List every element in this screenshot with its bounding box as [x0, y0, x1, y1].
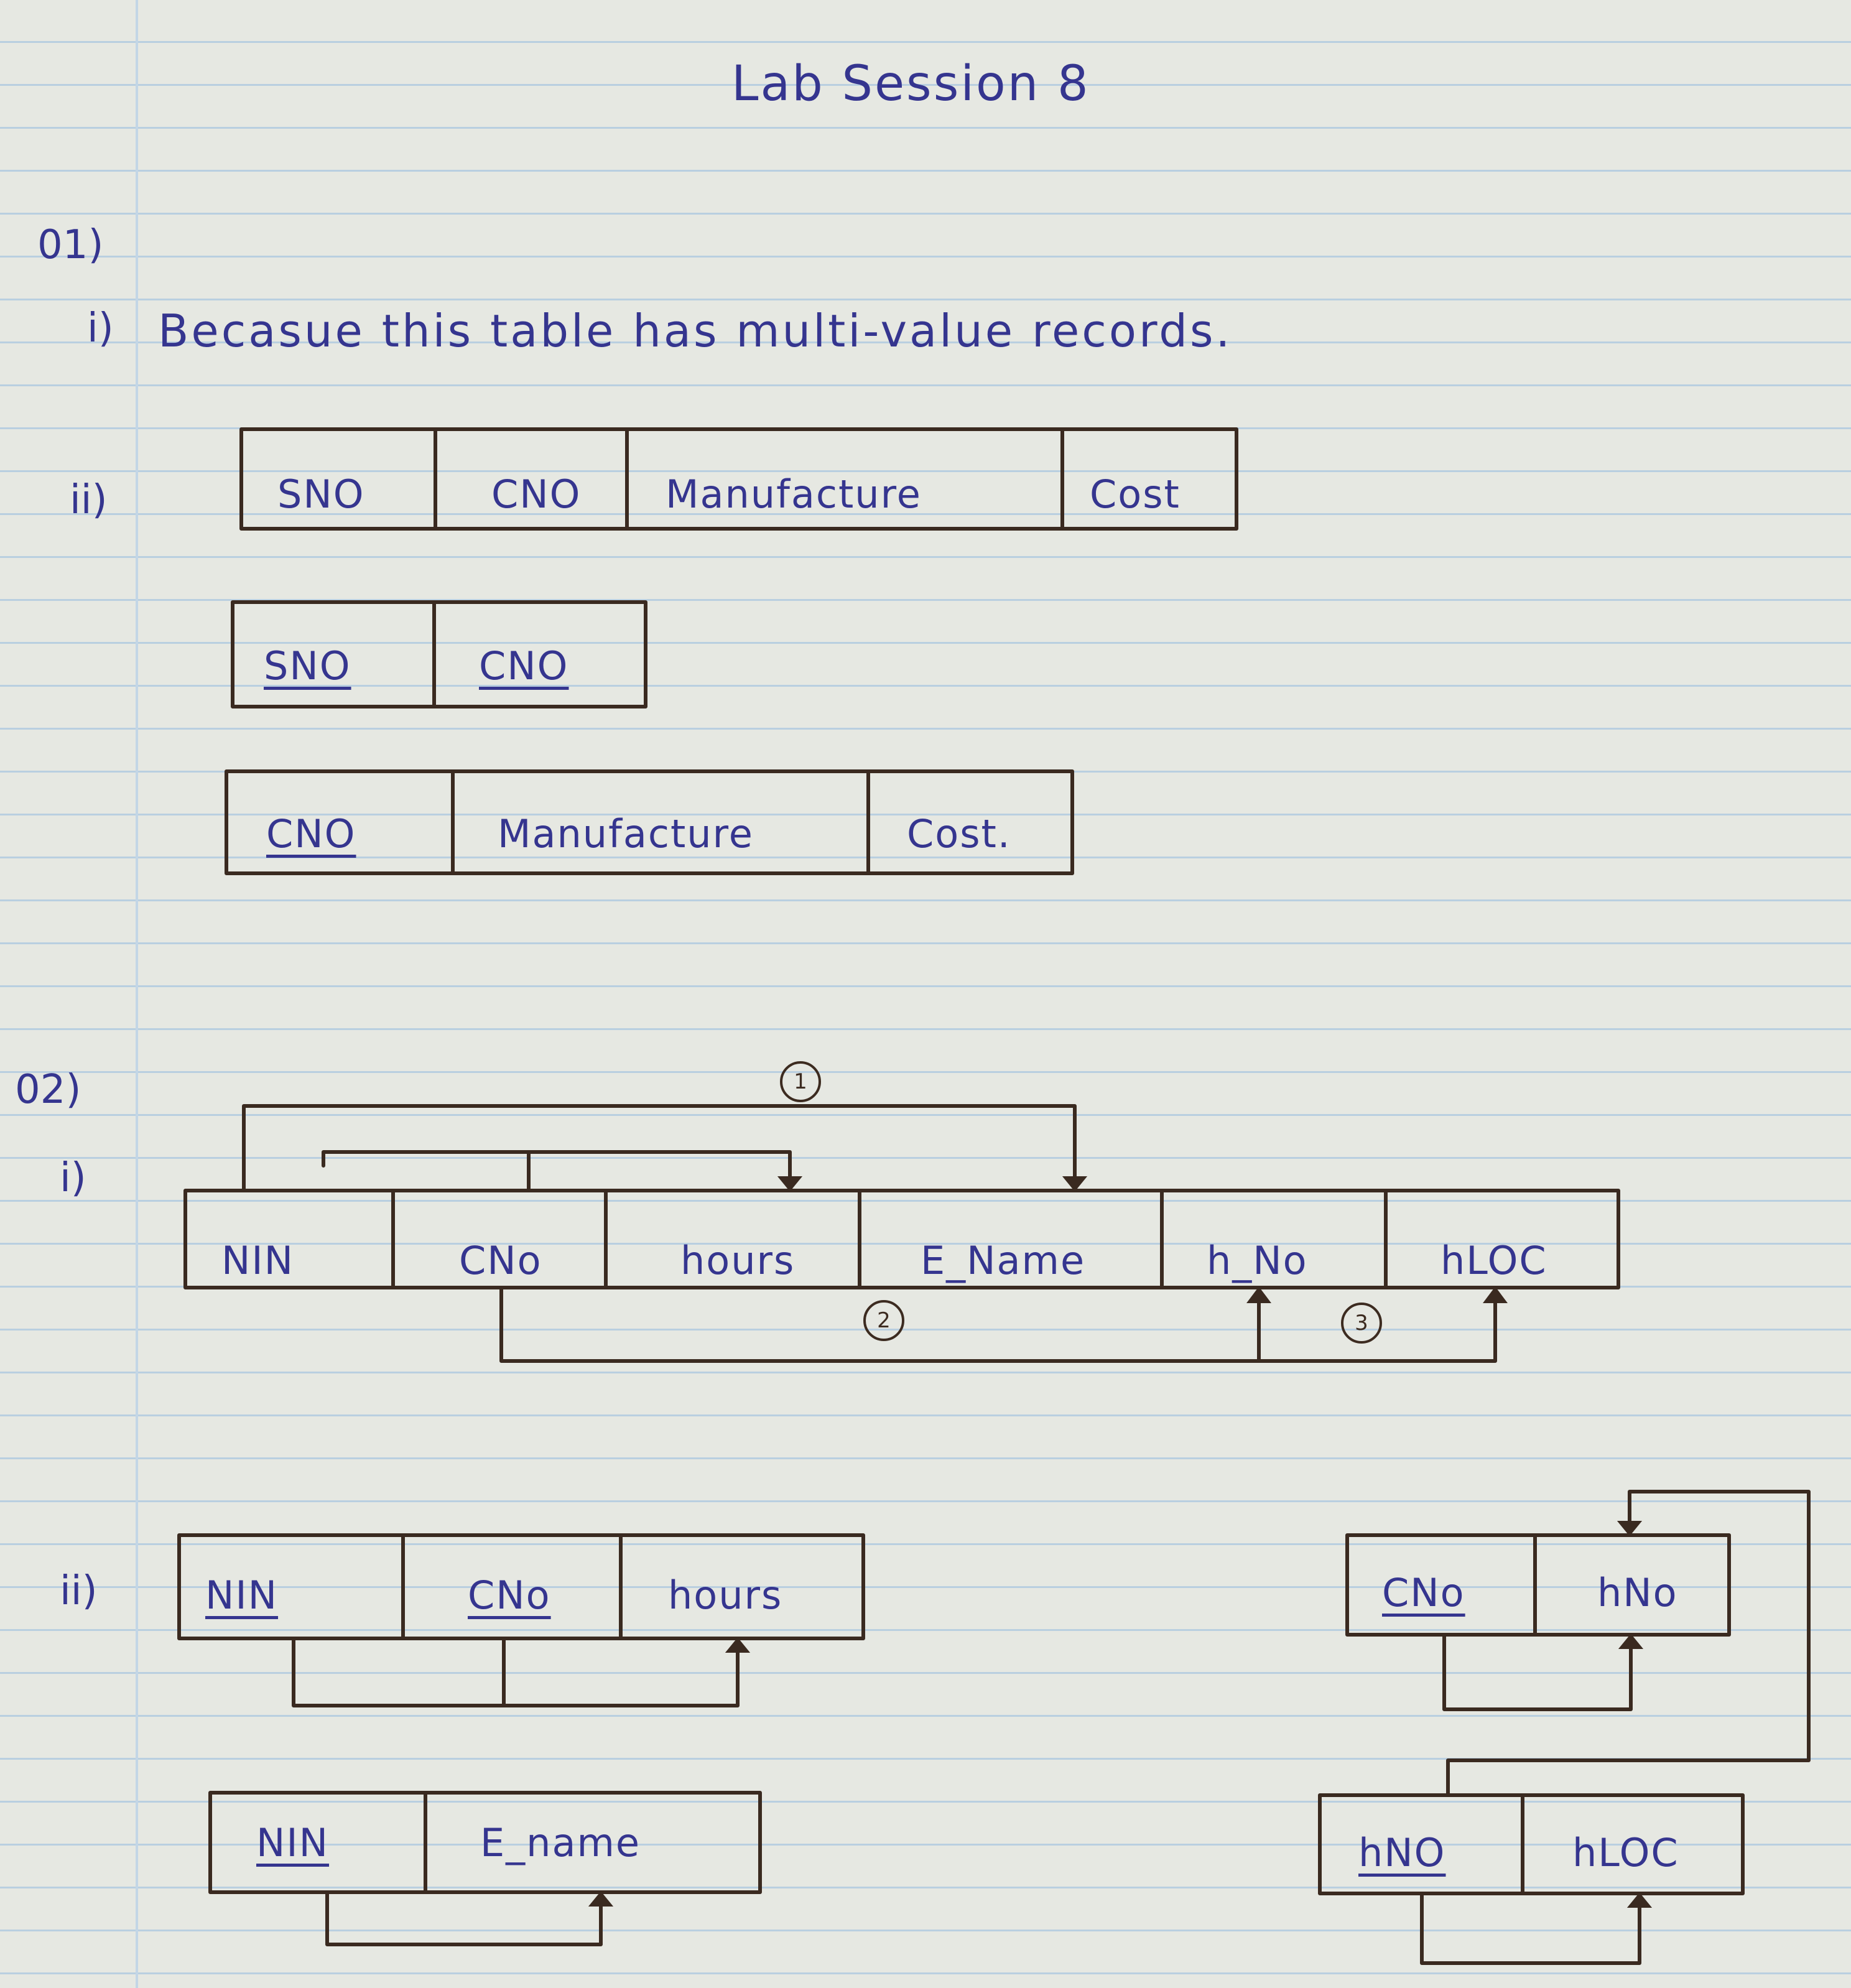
question-2-label: 02)	[15, 1067, 81, 1113]
margin-line	[136, 0, 138, 1988]
table-4-borders	[1318, 1793, 1745, 1965]
cell-cno: CNO	[491, 471, 582, 517]
cell-nin: NIN	[221, 1238, 295, 1283]
cell-e-name: E_Name	[921, 1238, 1086, 1283]
cell-sno-key: SNO	[264, 643, 351, 689]
cell-manufacture: Manufacture	[666, 471, 922, 517]
q1-part-ii-label: ii)	[70, 477, 108, 523]
connector-arrow	[1446, 1490, 1811, 1797]
table-1-borders	[177, 1533, 865, 1707]
table-3-borders	[1345, 1533, 1731, 1711]
cell-cost: Cost	[1090, 471, 1181, 517]
cell-h-no: h_No	[1207, 1238, 1308, 1283]
dependency-arrow-1	[242, 1104, 1088, 1192]
dependency-arrow-2-3	[499, 1286, 1508, 1363]
q1-answer-text: Becasue this table has multi-value recor…	[158, 305, 1233, 357]
dependency-marker-2: 2	[863, 1300, 904, 1341]
cell-cost: Cost.	[907, 811, 1011, 857]
table-b-borders	[225, 769, 1074, 875]
cell-manufacture: Manufacture	[498, 811, 754, 857]
cell-hno-key: hNO	[1358, 1830, 1446, 1875]
question-1-label: 01)	[37, 222, 104, 268]
q1-part-i-label: i)	[87, 305, 114, 351]
cell-hloc: hLOC	[1572, 1830, 1679, 1875]
cell-hours: hours	[680, 1238, 796, 1283]
cell-hno: hNo	[1597, 1570, 1678, 1615]
table-2-borders	[208, 1791, 762, 1946]
cell-nin-key: NIN	[205, 1572, 279, 1618]
cell-hours: hours	[668, 1572, 783, 1618]
cell-e-name: E_name	[480, 1820, 641, 1865]
dependency-arrow-hours	[322, 1150, 803, 1192]
cell-cno: CNo	[459, 1238, 542, 1283]
q2-part-ii-label: ii)	[60, 1568, 98, 1614]
cell-sno: SNO	[277, 471, 365, 517]
dependency-table-borders	[183, 1189, 1620, 1289]
cell-cno-key: CNo	[468, 1572, 551, 1618]
dependency-marker-1: 1	[780, 1061, 821, 1102]
cell-cno-key: CNO	[479, 643, 569, 689]
cell-cno-key: CNO	[266, 811, 356, 857]
table-a-borders	[231, 600, 647, 708]
q2-part-i-label: i)	[60, 1155, 86, 1201]
dependency-marker-3: 3	[1341, 1303, 1382, 1344]
page-title: Lab Session 8	[731, 56, 1090, 112]
cell-cno-key: CNo	[1382, 1570, 1465, 1615]
table-original-borders	[239, 427, 1238, 531]
cell-nin-key: NIN	[256, 1820, 330, 1865]
cell-hloc: hLOC	[1440, 1238, 1547, 1283]
